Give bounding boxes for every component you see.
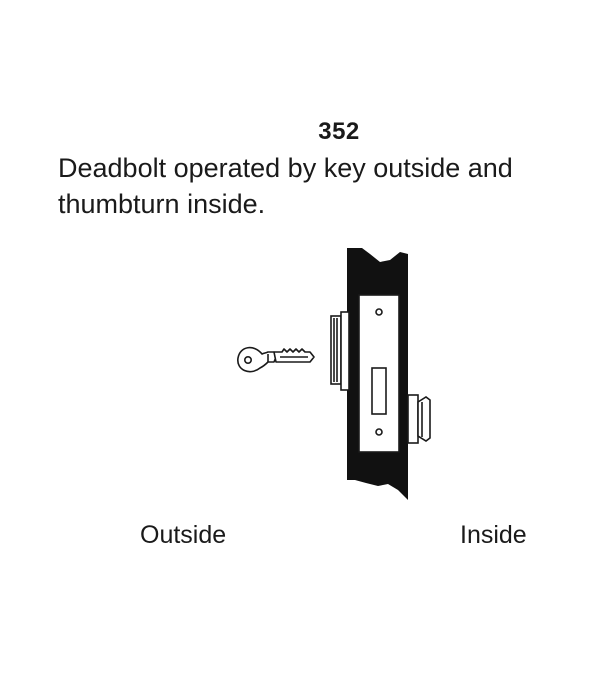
function-description: Deadbolt operated by key outside and thu… — [58, 150, 558, 222]
description-line-1: Deadbolt operated by key outside and — [58, 153, 513, 183]
key-icon — [237, 346, 315, 373]
function-number: 352 — [318, 118, 360, 145]
description-line-2: thumbturn inside. — [58, 189, 266, 219]
outside-label: Outside — [140, 521, 227, 549]
inside-label: Inside — [460, 521, 527, 549]
cylinder-icon — [330, 311, 350, 391]
thumbturn-icon — [407, 394, 431, 444]
mortise-lock-icon — [358, 294, 400, 453]
